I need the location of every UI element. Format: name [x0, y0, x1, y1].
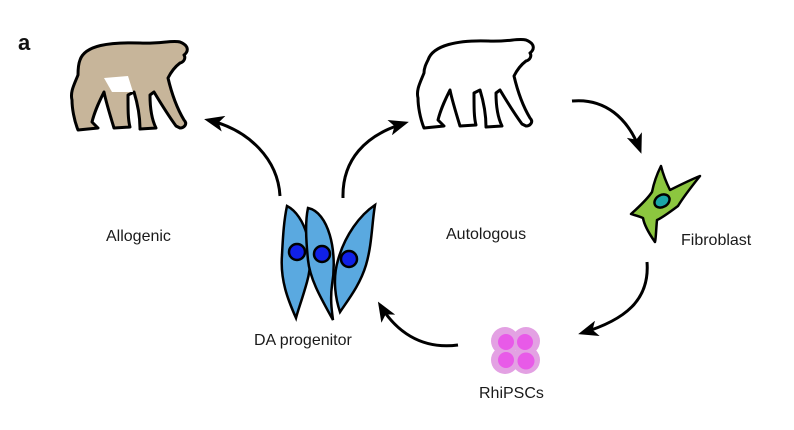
fibroblast-cell-icon: [629, 164, 702, 244]
arrow-progenitor-to-allogenic: [204, 115, 282, 197]
allogenic-monkey-icon: [70, 39, 189, 132]
panel-label: a: [18, 30, 31, 55]
da-progenitor-label: DA progenitor: [254, 332, 352, 349]
ipsc-colony-icon: [491, 327, 540, 374]
arrow-ipsc-to-progenitor: [377, 301, 459, 348]
allogenic-label: Allogenic: [106, 228, 171, 245]
arrow-fibroblast-to-ipsc: [578, 261, 649, 337]
ipsc-label: RhiPSCs: [479, 385, 544, 402]
autologous-monkey-icon: [416, 37, 535, 130]
fibroblast-label: Fibroblast: [681, 232, 752, 249]
arrow-progenitor-to-autologous: [341, 119, 409, 199]
autologous-label: Autologous: [446, 226, 527, 243]
da-progenitor-cells-icon: [280, 202, 377, 322]
arrow-autologous-to-fibroblast: [571, 99, 642, 154]
